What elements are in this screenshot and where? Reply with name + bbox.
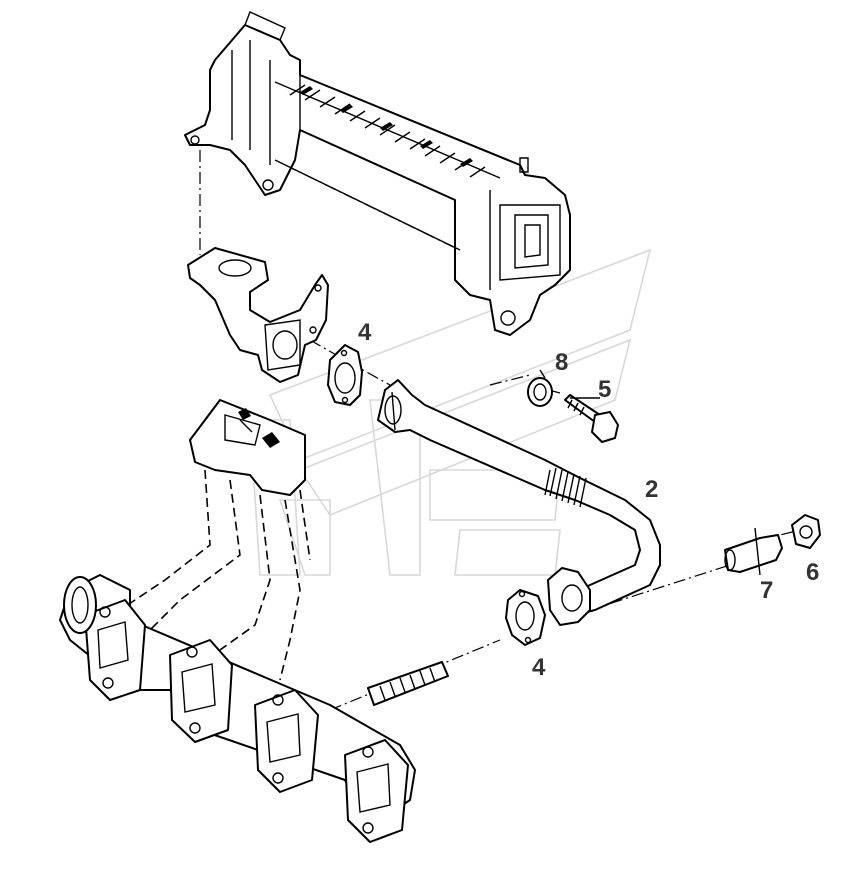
callout-4-lower: 4 <box>532 654 546 681</box>
egr-cooler <box>184 11 571 336</box>
callout-2: 2 <box>645 476 658 503</box>
washer <box>527 377 553 407</box>
exhaust-manifold <box>59 399 416 843</box>
callout-6: 6 <box>806 559 819 586</box>
callout-8: 8 <box>555 349 568 376</box>
nut <box>791 514 821 549</box>
egr-elbow <box>187 247 329 383</box>
callout-7: 7 <box>760 577 773 604</box>
callout-5: 5 <box>598 376 611 403</box>
callout-4-upper: 4 <box>358 319 372 346</box>
egr-pipe <box>377 379 661 626</box>
bolt <box>564 394 619 443</box>
stud <box>367 661 449 706</box>
leader-lines <box>539 369 600 399</box>
gasket-lower <box>505 589 546 646</box>
sleeve <box>724 527 783 576</box>
gasket-upper <box>327 344 363 406</box>
